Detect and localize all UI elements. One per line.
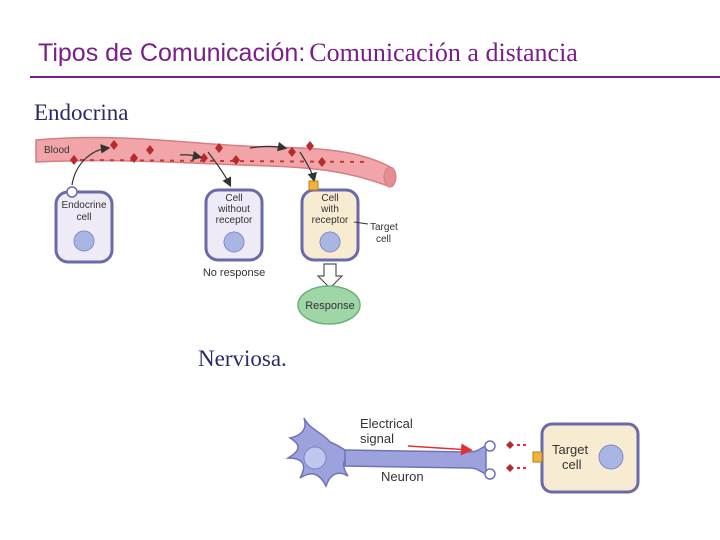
target-cell-label-1: Target (370, 222, 398, 233)
neuron-label: Neuron (381, 469, 424, 484)
response-ellipse (297, 285, 361, 325)
vessel-opening (383, 166, 397, 188)
neural-diagram: Electrical signal Neuron Target cell (285, 416, 640, 494)
nucleus (598, 444, 624, 470)
secretory-vesicle (66, 186, 78, 198)
cell-without-receptor-label-3: receptor (216, 215, 253, 226)
cell-with-receptor-label-1: Cell (321, 193, 338, 204)
axon-terminal (484, 440, 496, 452)
blood-label: Blood (44, 145, 70, 156)
nucleus (223, 231, 245, 253)
title-underline (30, 76, 720, 78)
signal-arrow (407, 443, 473, 456)
endocrine-cell (54, 190, 114, 264)
cell-without-receptor-label-2: without (217, 204, 250, 215)
target-cell-pointer (353, 221, 369, 225)
cell-with-receptor (300, 188, 360, 262)
target-cell-label-2: cell (376, 234, 391, 245)
neural-target-label-1: Target (552, 442, 589, 457)
section-label-endocrine: Endocrina (34, 100, 129, 125)
neurotransmitters (506, 441, 514, 472)
title-part-2: Comunicación a distancia (309, 38, 578, 67)
neural-target-cell (540, 422, 640, 494)
receptor (532, 451, 543, 463)
no-response-label: No response (203, 267, 265, 279)
cell-with-receptor-label-2: with (320, 204, 339, 215)
nucleus (303, 446, 327, 470)
cell-without-receptor (204, 188, 264, 262)
neural-target-label-2: cell (562, 457, 582, 472)
receptor (308, 180, 319, 191)
cell-with-receptor-label-3: receptor (312, 215, 349, 226)
section-label-nervous: Nerviosa. (198, 346, 287, 371)
electrical-signal-label-2: signal (360, 431, 394, 446)
endocrine-cell-label-1: Endocrine (61, 200, 106, 211)
blood-vessel (35, 136, 393, 188)
endocrine-cell-label-2: cell (76, 212, 91, 223)
nucleus (73, 230, 95, 252)
axon-terminal (484, 468, 496, 480)
response-arrow (316, 263, 344, 289)
cell-without-receptor-label-1: Cell (225, 193, 242, 204)
hormone-molecules (70, 140, 326, 167)
endocrine-diagram: Blood Endocrine cell Cell (35, 136, 398, 325)
electrical-signal-label-1: Electrical (360, 416, 413, 431)
nucleus (319, 231, 341, 253)
title-part-1: Tipos de Comunicación: (38, 39, 306, 67)
slide-title: Tipos de Comunicación: Comunicación a di… (38, 38, 578, 68)
response-label: Response (305, 300, 355, 312)
